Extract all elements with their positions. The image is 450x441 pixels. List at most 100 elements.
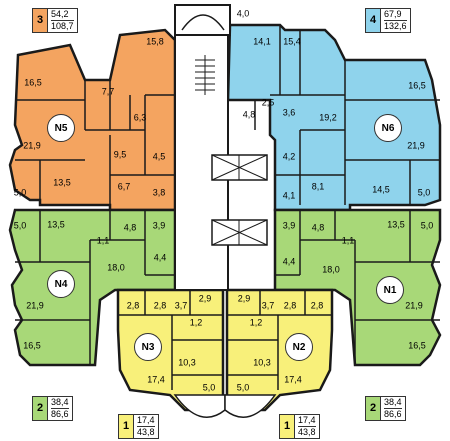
room-area: 21,9: [26, 300, 44, 311]
room-area: 21,9: [407, 140, 425, 151]
legend-total-area: 43,8: [137, 427, 155, 437]
room-area: 2,9: [198, 293, 212, 304]
room-area: 3,7: [174, 300, 188, 311]
legend-living-area: 54,2: [51, 9, 74, 21]
room-area: 4,4: [282, 256, 296, 267]
legend-living-area: 67,9: [384, 9, 407, 21]
legend-total-area: 132,6: [384, 21, 407, 31]
room-area: 21,9: [405, 300, 423, 311]
room-area: 1,1: [341, 235, 355, 246]
room-area: 4,4: [153, 252, 167, 263]
room-area: 16,5: [408, 340, 426, 351]
legend-living-area: 17,4: [298, 415, 316, 427]
n1-floor: [273, 208, 442, 367]
room-area: 16,5: [408, 80, 426, 91]
building-core: [174, 4, 268, 291]
legend-living-area: 38,4: [51, 397, 69, 409]
apartment-n5: [8, 28, 177, 212]
room-area: 4,8: [242, 109, 256, 120]
room-area: 5,0: [417, 187, 431, 198]
room-area: 16,5: [23, 340, 41, 351]
room-area: 16,5: [24, 77, 42, 88]
room-area: 2,8: [283, 300, 297, 311]
apartment-n3: [116, 288, 225, 412]
room-area: 3,7: [261, 300, 275, 311]
room-area: 17,4: [284, 374, 302, 385]
apartment-label-n1: N1: [376, 276, 404, 304]
room-area: 4,1: [282, 190, 296, 201]
room-area: 4,2: [282, 151, 296, 162]
legend-total-area: 108,7: [51, 21, 74, 31]
legend-values: 54,2 108,7: [48, 8, 78, 33]
room-area: 13,5: [387, 219, 405, 230]
legend-rooms: 1: [279, 414, 295, 439]
stairs-icon: [195, 55, 215, 95]
room-area: 4,8: [311, 222, 325, 233]
room-area: 4,8: [123, 222, 137, 233]
apartment-label-n3: N3: [134, 333, 162, 361]
room-area: 17,4: [147, 374, 165, 385]
room-area: 1,2: [189, 317, 203, 328]
legend-values: 67,9 132,6: [381, 8, 411, 33]
legend-top-left: 3 54,2 108,7: [32, 8, 78, 33]
room-area: 2,8: [153, 300, 167, 311]
legend-bottom-right: 2 38,4 86,6: [365, 396, 406, 421]
room-area: 19,2: [319, 112, 337, 123]
legend-bottom-left: 2 38,4 86,6: [32, 396, 73, 421]
legend-bottom-mid-right: 1 17,4 43,8: [279, 414, 320, 439]
apartment-label-n5: N5: [47, 114, 75, 142]
room-area: 3,8: [152, 187, 166, 198]
room-area: 9,5: [113, 149, 127, 160]
room-area: 3,9: [282, 220, 296, 231]
room-area: 7,7: [101, 86, 115, 97]
room-area: 3,9: [152, 220, 166, 231]
room-area: 10,3: [178, 357, 196, 368]
room-area: 5,0: [202, 382, 216, 393]
apartment-label-n2: N2: [285, 333, 313, 361]
legend-values: 38,4 86,6: [381, 396, 406, 421]
room-area: 4,0: [236, 8, 250, 19]
legend-total-area: 43,8: [298, 427, 316, 437]
legend-values: 17,4 43,8: [295, 414, 320, 439]
apartment-n1: [273, 208, 442, 367]
room-area: 5,0: [236, 382, 250, 393]
room-area: 2,8: [310, 300, 324, 311]
legend-total-area: 86,6: [384, 409, 402, 419]
room-area: 10,3: [253, 357, 271, 368]
room-area: 2,8: [126, 300, 140, 311]
room-area: 21,9: [23, 140, 41, 151]
legend-rooms: 3: [32, 8, 48, 33]
legend-rooms: 4: [365, 8, 381, 33]
room-area: 13,5: [47, 219, 65, 230]
legend-total-area: 86,6: [51, 409, 69, 419]
apartment-n2: [225, 288, 334, 412]
room-area: 4,5: [152, 151, 166, 162]
room-area: 13,5: [53, 177, 71, 188]
legend-values: 38,4 86,6: [48, 396, 73, 421]
n6-floor: [226, 23, 442, 212]
top-stair-block: [174, 4, 231, 36]
room-area: 15,4: [283, 36, 301, 47]
room-area: 15,8: [146, 36, 164, 47]
n3-floor: [116, 288, 225, 412]
room-area: 2,9: [237, 293, 251, 304]
room-area: 18,0: [322, 264, 340, 275]
legend-bottom-mid-left: 1 17,4 43,8: [118, 414, 159, 439]
room-area: 2,5: [261, 97, 275, 108]
room-area: 6,7: [117, 181, 131, 192]
room-area: 3,6: [282, 107, 296, 118]
room-area: 14,1: [253, 36, 271, 47]
top-stair-curve: [181, 14, 225, 31]
room-area: 5,0: [13, 220, 27, 231]
room-area: 14,5: [372, 184, 390, 195]
room-area: 8,1: [311, 181, 325, 192]
legend-top-right: 4 67,9 132,6: [365, 8, 411, 33]
balconies: [173, 394, 277, 418]
room-area: 18,0: [107, 262, 125, 273]
room-area: 1,2: [249, 317, 263, 328]
apartment-n6: [226, 23, 442, 212]
legend-rooms: 1: [118, 414, 134, 439]
n5-floor: [8, 28, 177, 212]
room-area: 1,1: [96, 235, 110, 246]
